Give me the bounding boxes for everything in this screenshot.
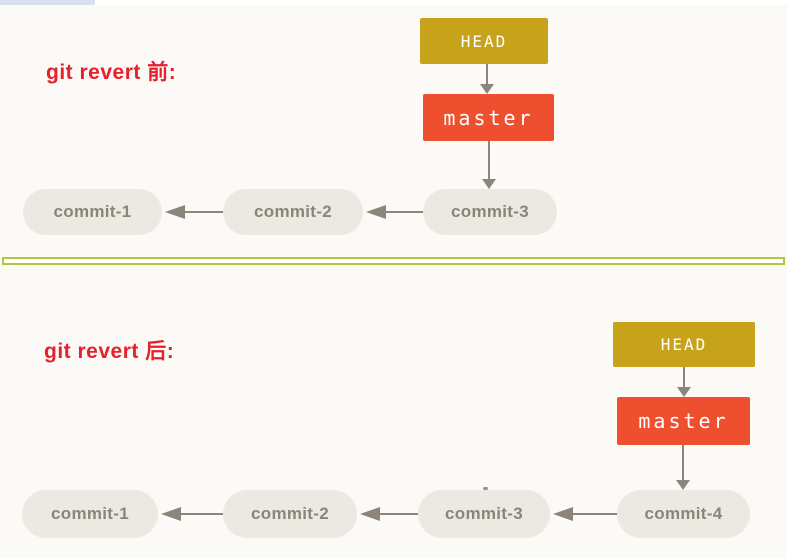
arrow-left-icon-commit4-to-commit3-after [553, 507, 573, 521]
top-left-bar [0, 0, 95, 5]
arrow-line-commit2-to-commit1-before [185, 211, 223, 213]
arrow-down-icon-master-to-commit4-after [676, 480, 690, 490]
arrow-down-icon-head-to-master-before [480, 84, 494, 94]
section-divider [2, 257, 785, 265]
arrow-line-commit3-to-commit2-before [386, 211, 423, 213]
arrow-line-master-to-commit4-after [682, 445, 684, 480]
commit-node-after-4: commit-4 [617, 490, 750, 538]
stray-mark [483, 487, 488, 490]
top-strip [0, 0, 787, 5]
commit-label: commit-3 [451, 202, 529, 221]
head-box-before: HEAD [420, 18, 548, 64]
commit-label: commit-2 [251, 504, 329, 523]
commit-node-before-2: commit-2 [223, 189, 363, 235]
head-box-after: HEAD [613, 322, 755, 367]
arrow-left-icon-commit3-to-commit2-before [366, 205, 386, 219]
section-title-before: git revert 前: [46, 61, 177, 84]
commit-label: commit-4 [644, 504, 723, 523]
arrow-line-master-to-commit3-before [488, 141, 490, 179]
commit-node-after-1: commit-1 [22, 490, 158, 538]
commit-node-before-3: commit-3 [423, 189, 557, 235]
arrow-down-icon-master-to-commit3-before [482, 179, 496, 189]
arrow-line-commit4-to-commit3-after [573, 513, 617, 515]
section-title-after: git revert 后: [44, 340, 175, 363]
master-box-before: master [423, 94, 554, 141]
arrow-line-commit2-to-commit1-after [181, 513, 223, 515]
arrow-line-commit3-to-commit2-after [380, 513, 418, 515]
commit-node-after-2: commit-2 [223, 490, 357, 538]
head-label-before: HEAD [460, 31, 508, 51]
arrow-left-icon-commit2-to-commit1-before [165, 205, 185, 219]
master-box-after: master [617, 397, 750, 445]
arrow-left-icon-commit2-to-commit1-after [161, 507, 181, 521]
commit-label: commit-1 [51, 504, 129, 523]
arrow-line-head-to-master-before [486, 64, 488, 84]
arrow-down-icon-head-to-master-after [677, 387, 691, 397]
arrow-left-icon-commit3-to-commit2-after [360, 507, 380, 521]
head-label-after: HEAD [660, 335, 708, 354]
commit-label: commit-1 [53, 202, 132, 221]
arrow-line-head-to-master-after [683, 367, 685, 387]
master-label-after: master [638, 409, 729, 433]
commit-label: commit-3 [445, 504, 523, 523]
commit-label: commit-2 [254, 202, 332, 221]
commit-node-after-3: commit-3 [418, 490, 550, 538]
commit-node-before-1: commit-1 [23, 189, 162, 235]
master-label-before: master [443, 105, 534, 130]
